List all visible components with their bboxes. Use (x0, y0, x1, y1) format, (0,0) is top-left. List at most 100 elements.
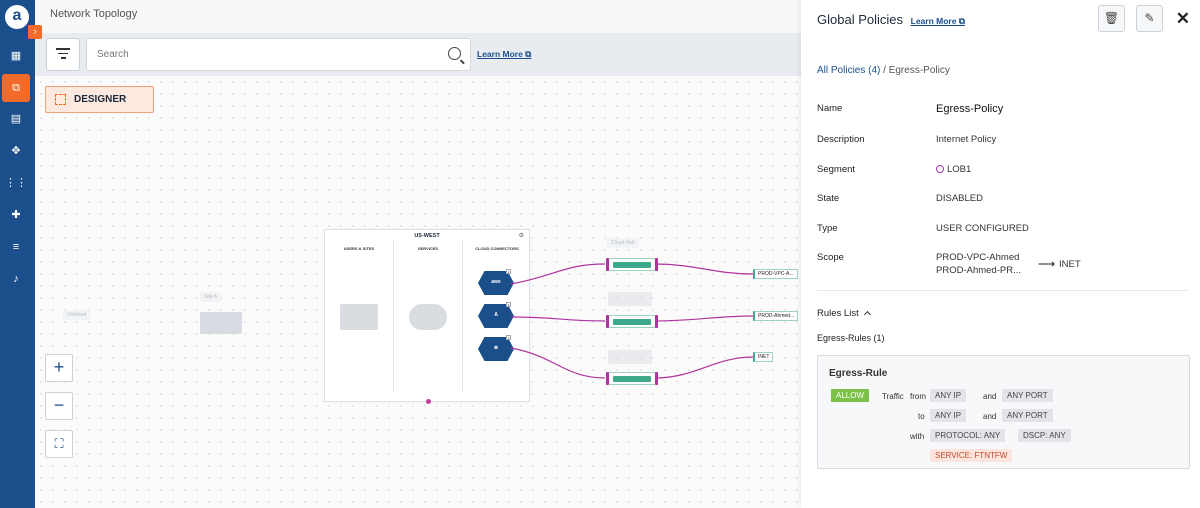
source-port-tag: ANY PORT (1002, 389, 1053, 402)
connector-badge: 1 (506, 335, 511, 340)
aws-connector-icon[interactable]: aws (478, 271, 514, 295)
learn-more-link[interactable]: Learn More ⧉ (477, 49, 532, 59)
rule-title: Egress-Rule (829, 368, 888, 379)
breadcrumb-all-policies[interactable]: All Policies (4) (817, 65, 881, 76)
ghost-node (608, 292, 652, 306)
search-input[interactable] (87, 39, 427, 70)
ghost-node (608, 350, 652, 364)
field-label: State (817, 193, 840, 204)
trash-icon: 🗑 (1103, 11, 1120, 25)
document-icon[interactable]: ▤ (10, 113, 22, 125)
toolbar: Learn More ⧉ (35, 33, 801, 76)
dest-port-tag: ANY PORT (1002, 409, 1053, 422)
designer-label: DESIGNER (74, 94, 127, 105)
gateway-body (613, 319, 651, 325)
connection-tag[interactable]: PROD-Ahmed... (753, 311, 799, 321)
link-lines (510, 263, 754, 379)
breadcrumb: All Policies (4) / Egress-Policy (817, 65, 950, 76)
field-value-scope: PROD-Ahmed-PR... (936, 265, 1021, 276)
expand-nav-icon[interactable]: › (28, 25, 42, 39)
panel-learn-more-label: Learn More (910, 16, 957, 26)
segment-globe-icon (936, 165, 944, 173)
column-header: SERVICES (417, 246, 439, 251)
page-title: Network Topology (50, 8, 138, 20)
rule-text: and (983, 392, 997, 401)
ghost-node: Unlinked (63, 310, 91, 320)
app-logo[interactable]: a (5, 5, 29, 29)
gateway-body (613, 376, 651, 382)
link-line (510, 347, 606, 379)
segment-value-text: LOB1 (947, 164, 972, 175)
connection-tag[interactable]: PROD-VPC-A... (753, 269, 798, 279)
panel-learn-more-link[interactable]: Learn More ⧉ (910, 16, 965, 26)
protocol-tag: PROTOCOL: ANY (930, 429, 1006, 442)
field-value-scope: PROD-VPC-Ahmed (936, 252, 1020, 263)
filter-button[interactable] (46, 38, 80, 71)
region-title: US-WEST (414, 233, 440, 239)
rule-text: to (918, 412, 925, 421)
zoom-out-button[interactable]: − (45, 392, 73, 420)
arrow-right-icon: ⟶ (1038, 257, 1056, 271)
search-icon[interactable] (448, 47, 461, 60)
gear-icon[interactable]: ⚙ (518, 233, 524, 239)
zoom-in-button[interactable]: + (45, 354, 73, 382)
scope-target: INET (1059, 259, 1081, 270)
action-badge: ALLOW (831, 389, 870, 402)
column-header: USERS & SITES (343, 246, 375, 251)
rule-text: and (983, 412, 997, 421)
azure-connector-icon[interactable]: A (478, 304, 514, 328)
field-label: Scope (817, 252, 844, 263)
edit-button[interactable]: ✎ (1136, 5, 1163, 32)
topology-icon[interactable]: ⧉ (2, 74, 30, 102)
field-label: Description (817, 134, 865, 145)
sliders-icon[interactable]: ≡ (12, 241, 20, 253)
field-value-type: USER CONFIGURED (936, 223, 1029, 234)
gateway-node[interactable] (606, 315, 658, 328)
dashboard-icon[interactable]: ▦ (10, 50, 22, 62)
service-tag: SERVICE: FTNTFW (930, 449, 1013, 462)
rule-text: Traffic (882, 392, 904, 401)
region-us-west[interactable]: US-WEST ⚙ USERS & SITES SERVICES CLOUD C… (324, 229, 530, 404)
chevron-up-icon (863, 310, 871, 319)
fit-view-button[interactable]: ⛶ (45, 430, 73, 458)
gateway-node[interactable] (606, 258, 658, 271)
left-nav: a › ▦ ⧉ ▤ ✥ ⋮⋮ ✚ ≡ ♪ (0, 0, 42, 508)
close-icon[interactable]: ✕ (1175, 9, 1190, 28)
search-box (86, 38, 471, 71)
grid-icon[interactable]: ⋮⋮ (5, 177, 27, 189)
filter-icon (56, 48, 70, 50)
learn-more-label: Learn More (477, 49, 523, 59)
puzzle-icon[interactable]: ✚ (11, 209, 21, 221)
link-line (510, 316, 606, 322)
filter-icon-line (58, 52, 68, 54)
designer-button[interactable]: DESIGNER (45, 86, 154, 113)
field-value-segment: LOB1 (936, 164, 971, 175)
column-header: CLOUD CONNECTORS (475, 246, 519, 251)
column-divider (462, 241, 463, 393)
field-label: Type (817, 223, 838, 234)
bell-icon[interactable]: ♪ (13, 273, 19, 285)
column-divider (393, 241, 394, 393)
move-icon[interactable]: ✥ (11, 145, 21, 157)
rules-list-toggle[interactable]: Rules List (817, 308, 871, 319)
region-handle[interactable] (426, 399, 431, 404)
connector-badge: 1 (506, 302, 511, 307)
rule-text: from (910, 392, 926, 401)
rule-card[interactable]: Egress-Rule ALLOW Traffic from ANY IP an… (817, 355, 1190, 469)
panel-title: Global Policies Learn More ⧉ (817, 12, 965, 27)
source-ip-tag: ANY IP (930, 389, 967, 402)
rule-text: with (910, 432, 925, 441)
topology-canvas[interactable]: DESIGNER Unlinked Site A Cloud Hub US-WE… (35, 76, 801, 508)
service-node[interactable] (409, 304, 447, 330)
ghost-node (200, 312, 242, 334)
connection-tag[interactable]: INET (753, 352, 774, 362)
link-line (654, 315, 754, 322)
link-line (654, 356, 754, 379)
site-node[interactable] (340, 304, 378, 330)
link-line (510, 263, 606, 285)
delete-button[interactable]: 🗑 (1098, 5, 1125, 32)
gateway-node[interactable] (606, 372, 658, 385)
link-line (654, 263, 754, 275)
internet-connector-icon[interactable]: ⊕ (478, 337, 514, 361)
header-bar: Network Topology (35, 0, 801, 33)
